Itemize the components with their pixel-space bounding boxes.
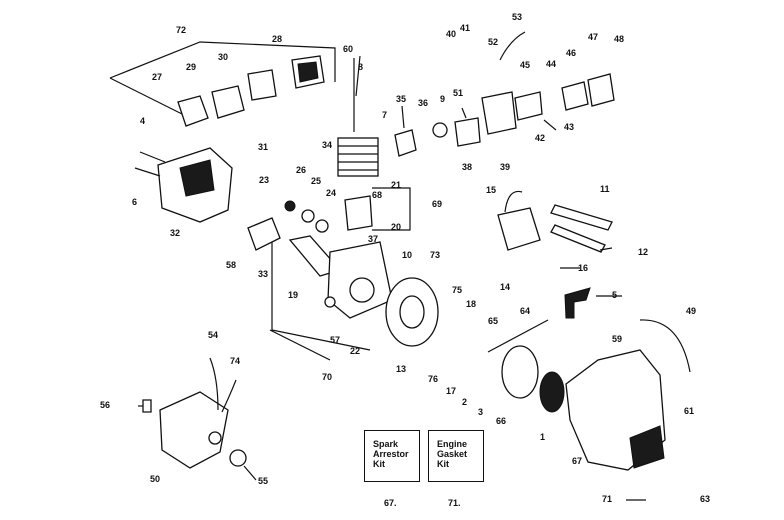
- callout: 46: [566, 48, 576, 58]
- callout: 37: [368, 234, 378, 244]
- callout: 51: [453, 88, 463, 98]
- starter-assembly: [487, 287, 591, 413]
- callout: 70: [322, 372, 332, 382]
- callout: 22: [350, 346, 360, 356]
- callout: 43: [564, 122, 574, 132]
- callout: 33: [258, 269, 268, 279]
- callout: 48: [614, 34, 624, 44]
- starter-housing: [565, 319, 691, 471]
- callout: 66: [496, 416, 506, 426]
- crankcase: [324, 241, 393, 319]
- callout: 63: [700, 494, 710, 504]
- callout: 76: [428, 374, 438, 384]
- callout: 73: [430, 250, 440, 260]
- engine-gasket-kit-box: Engine Gasket Kit: [428, 430, 484, 482]
- callout: 44: [546, 59, 556, 69]
- callout: 7: [382, 110, 387, 120]
- callout: 49: [686, 306, 696, 316]
- callout: 50: [150, 474, 160, 484]
- callout: 35: [396, 94, 406, 104]
- engine-housing: [134, 147, 233, 223]
- callout: 68: [372, 190, 382, 200]
- callout: 75: [452, 285, 462, 295]
- callout: 24: [326, 188, 336, 198]
- callout: 52: [488, 37, 498, 47]
- callout: 38: [462, 162, 472, 172]
- callout-labels: 72 28 30 29 27 31 4 6 32 60 8 34 35 36 7…: [100, 12, 710, 504]
- callout: 45: [520, 60, 530, 70]
- callout: 13: [396, 364, 406, 374]
- callout: 34: [322, 140, 332, 150]
- callout: 74: [230, 356, 240, 366]
- callout: 16: [578, 263, 588, 273]
- spark-arrestor-kit-number: 67.: [384, 498, 397, 508]
- callout: 32: [170, 228, 180, 238]
- callout: 14: [500, 282, 510, 292]
- callout: 36: [418, 98, 428, 108]
- callout: 17: [446, 386, 456, 396]
- callout: 26: [296, 165, 306, 175]
- callout: 61: [684, 406, 694, 416]
- bracket-lines: [109, 41, 411, 361]
- callout: 47: [588, 32, 598, 42]
- callout: 58: [226, 260, 236, 270]
- callout: 39: [500, 162, 510, 172]
- callout: 11: [600, 184, 610, 194]
- callout: 20: [391, 222, 401, 232]
- callout: 42: [535, 133, 545, 143]
- callout: 55: [258, 476, 268, 486]
- callout: 15: [486, 185, 496, 195]
- callout: 10: [402, 250, 412, 260]
- callout: 5: [612, 290, 617, 300]
- ignition-module: [497, 190, 613, 253]
- callout: 25: [311, 176, 321, 186]
- leader-lines: [138, 55, 646, 501]
- callout: 18: [466, 299, 476, 309]
- callout: 60: [343, 44, 353, 54]
- callout: 4: [140, 116, 145, 126]
- callout: 72: [176, 25, 186, 35]
- muffler-group: [142, 357, 247, 469]
- air-filter-group: [177, 55, 325, 127]
- carburetor-group: [394, 31, 615, 157]
- spark-arrestor-kit-label: Spark Arrestor Kit: [373, 439, 409, 469]
- callout: 19: [288, 290, 298, 300]
- callout: 54: [208, 330, 218, 340]
- callout: 71: [602, 494, 612, 504]
- callout: 40: [446, 29, 456, 39]
- callout: 53: [512, 12, 522, 22]
- callout: 64: [520, 306, 530, 316]
- callout: 27: [152, 72, 162, 82]
- callout: 28: [272, 34, 282, 44]
- callout: 3: [478, 407, 483, 417]
- callout: 41: [460, 23, 470, 33]
- callout: 56: [100, 400, 110, 410]
- flywheel: [385, 277, 439, 347]
- callout: 65: [488, 316, 498, 326]
- callout: 2: [462, 397, 467, 407]
- callout: 30: [218, 52, 228, 62]
- callout: 69: [432, 199, 442, 209]
- callout: 29: [186, 62, 196, 72]
- spark-arrestor-kit-box: Spark Arrestor Kit: [364, 430, 420, 482]
- callout: 31: [258, 142, 268, 152]
- callout: 59: [612, 334, 622, 344]
- callout: 67: [572, 456, 582, 466]
- callout: 57: [330, 335, 340, 345]
- callout: 9: [440, 94, 445, 104]
- callout: 1: [540, 432, 545, 442]
- callout: 12: [638, 247, 648, 257]
- callout: 6: [132, 197, 137, 207]
- engine-gasket-kit-number: 71.: [448, 498, 461, 508]
- engine-gasket-kit-label: Engine Gasket Kit: [437, 439, 468, 469]
- callout: 23: [259, 175, 269, 185]
- callout: 21: [391, 180, 401, 190]
- cylinder: [337, 58, 379, 177]
- callout: 8: [358, 62, 363, 72]
